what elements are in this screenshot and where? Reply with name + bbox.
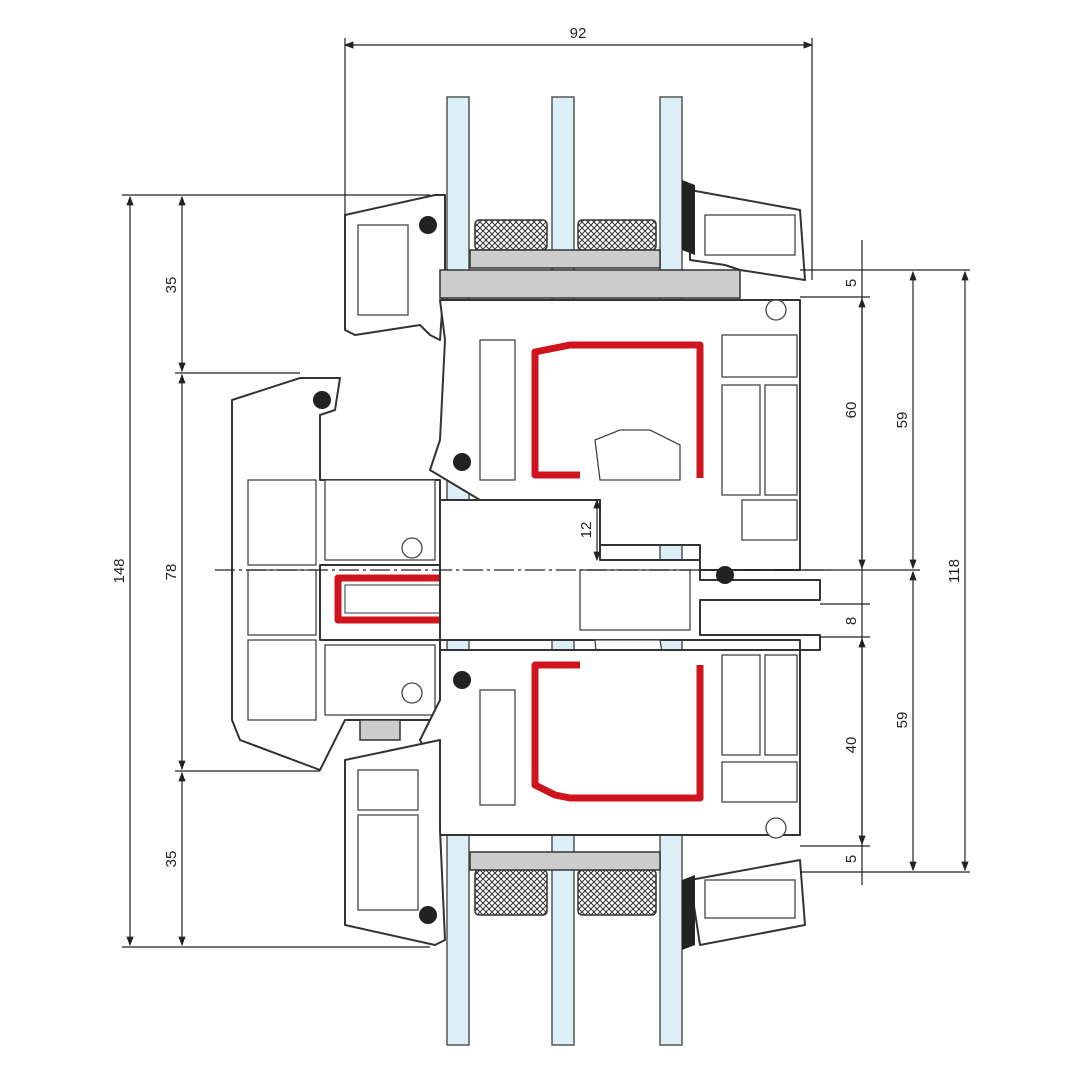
dim-right-middle-gap: 8 (843, 617, 860, 625)
steel-reinforcement-lower (531, 661, 704, 802)
dim-right-upper: 60 (843, 402, 860, 419)
dim-center-offset: 12 (578, 522, 595, 539)
dim-mid-lower: 59 (894, 712, 911, 729)
dimension-lines (122, 38, 970, 948)
dim-left-top: 35 (163, 277, 180, 294)
dim-right-top-gap: 5 (843, 279, 860, 287)
dim-left-middle: 78 (163, 564, 180, 581)
dim-right-lower: 40 (843, 737, 860, 754)
gaskets (313, 180, 787, 950)
steel-reinforcement-upper (531, 341, 704, 479)
dim-right-bottom-gap: 5 (843, 855, 860, 863)
glazing-bead-upper (439, 269, 741, 299)
upper-sash-profile (344, 189, 806, 571)
dim-left-total: 148 (111, 558, 128, 583)
glass-spacers (469, 219, 661, 916)
dim-overall-depth: 92 (570, 25, 587, 42)
dimension-labels: 92 148 35 78 35 5 60 8 40 5 59 59 118 12 (111, 25, 963, 867)
dim-outer-total: 118 (946, 559, 963, 583)
lower-sash-profile (344, 214, 806, 946)
dim-mid-upper: 59 (894, 412, 911, 429)
dim-left-bottom: 35 (163, 851, 180, 868)
